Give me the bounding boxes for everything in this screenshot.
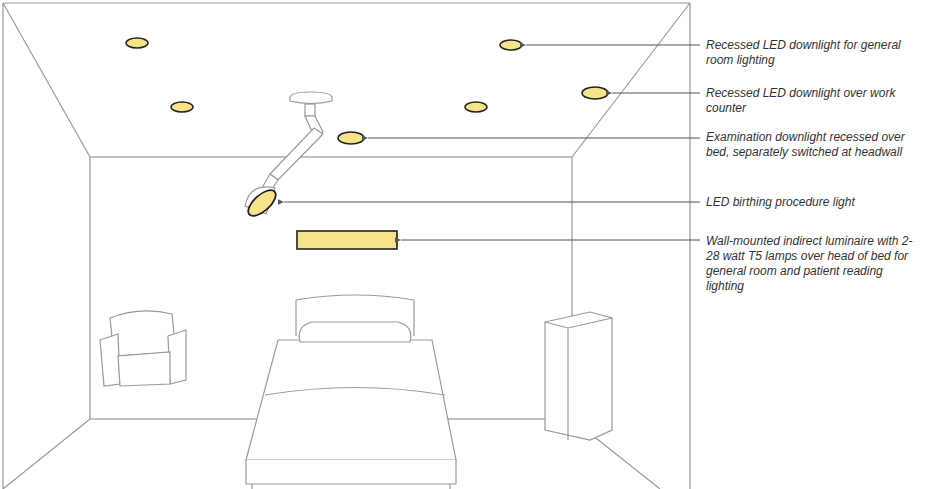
- leader-lines: [284, 45, 700, 240]
- callout-text: Recessed LED downlight for general room …: [706, 38, 918, 68]
- downlights: [126, 38, 608, 144]
- room-outline: [3, 3, 690, 489]
- callout-text: LED birthing procedure light: [706, 195, 918, 210]
- armchair: [100, 311, 186, 386]
- callout-text: Recessed LED downlight over work counter: [706, 86, 918, 116]
- cabinet: [545, 312, 612, 440]
- callout-text: Wall-mounted indirect luminaire with 2-2…: [706, 234, 918, 294]
- wall-luminaire: [297, 231, 397, 249]
- callout-text: Examination downlight recessed over bed,…: [706, 130, 918, 160]
- bed: [246, 295, 456, 489]
- procedure-light-lens: [244, 186, 280, 221]
